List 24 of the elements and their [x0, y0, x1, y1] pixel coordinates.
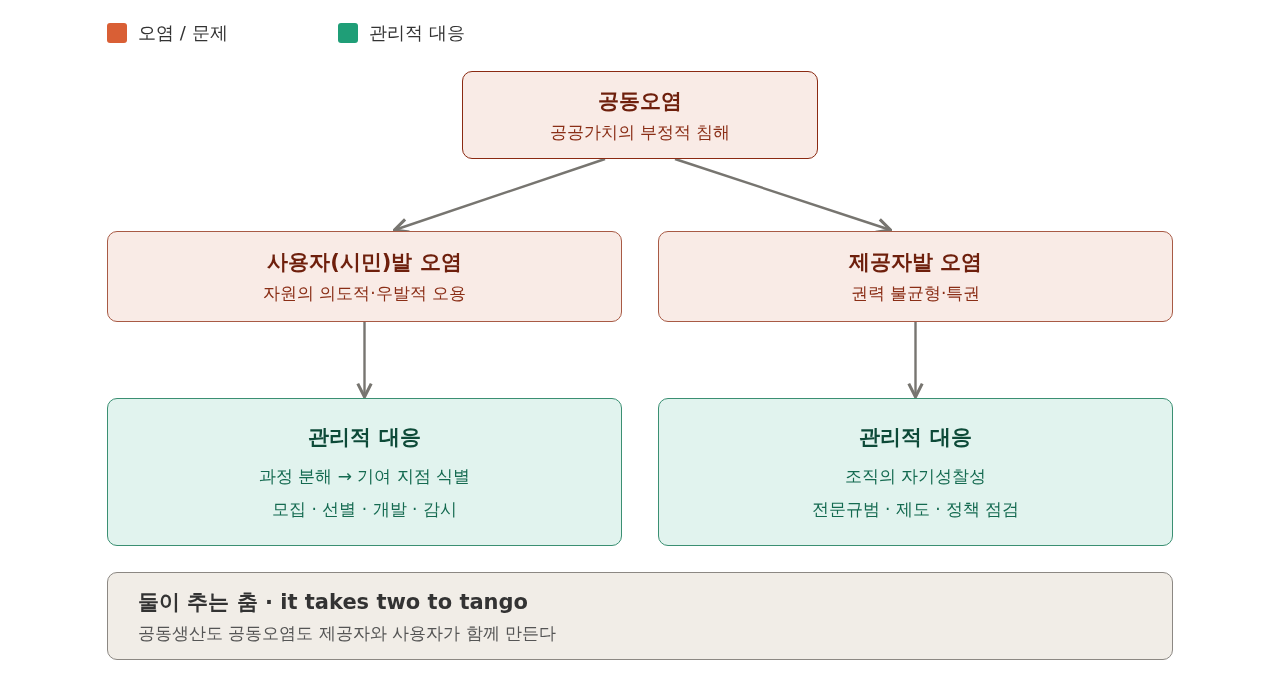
- box-text: 모집 · 선별 · 개발 · 감시: [272, 498, 457, 521]
- note-box: [107, 572, 1173, 660]
- legend-label: 관리적 대응: [369, 21, 465, 45]
- response-box: [107, 398, 622, 546]
- legend-label: 오염 / 문제: [138, 21, 228, 45]
- problem-box: [107, 231, 622, 322]
- box-text: 과정 분해 → 기여 지점 식별: [258, 465, 471, 488]
- box-title: 둘이 추는 춤 · it takes two to tango: [138, 588, 528, 616]
- box-text: 전문규범 · 제도 · 정책 점검: [811, 498, 1020, 521]
- arrow: [356, 322, 373, 399]
- box-text: 공공가치의 부정적 침해: [549, 120, 731, 144]
- arrow: [907, 322, 924, 399]
- response-box: [658, 398, 1173, 546]
- problem-box: [462, 71, 818, 159]
- box-text: 조직의 자기성찰성: [844, 465, 987, 488]
- box-text: 권력 불균형·특권: [850, 282, 981, 305]
- box-title: 사용자(시민)발 오염: [267, 249, 462, 276]
- box-title: 관리적 대응: [859, 424, 972, 451]
- box-text: 공동생산도 공동오염도 제공자와 사용자가 함께 만든다: [138, 621, 557, 645]
- box-title: 제공자발 오염: [848, 249, 983, 276]
- box-title: 공동오염: [598, 87, 682, 115]
- box-title: 관리적 대응: [308, 424, 421, 451]
- problem-box: [658, 231, 1173, 322]
- box-text: 자원의 의도적·우발적 오용: [262, 282, 467, 305]
